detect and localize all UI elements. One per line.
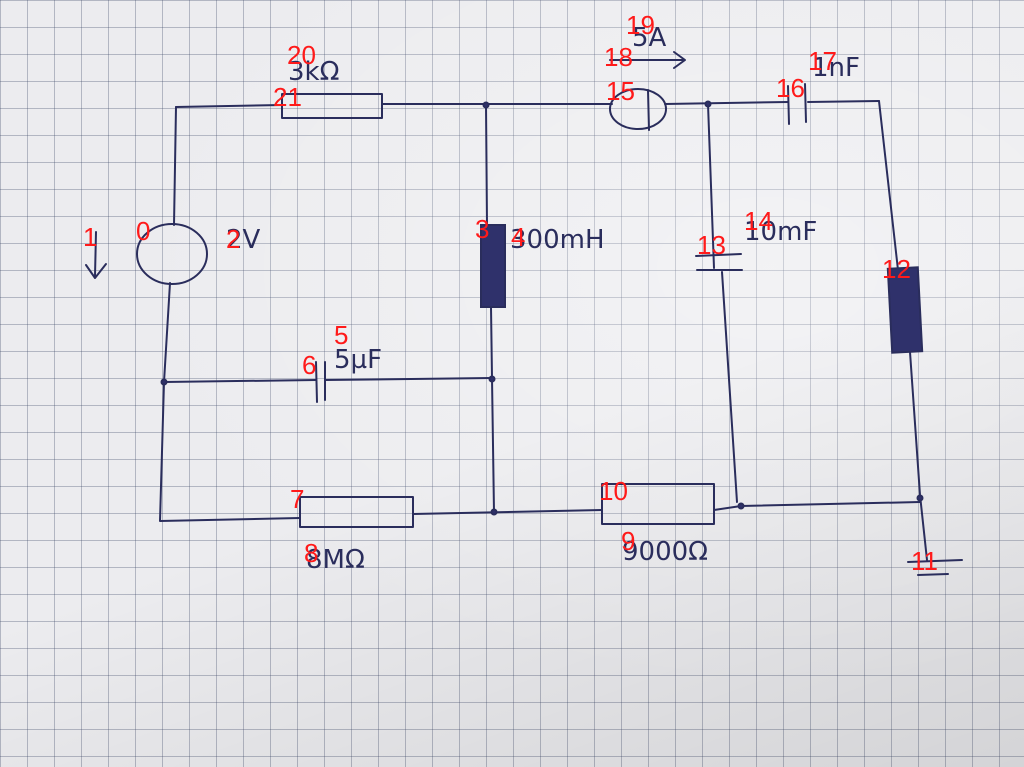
label-inductor-mid: 300mH: [510, 225, 605, 255]
annotation-markers: 0 1 2 3 4 5 6 7 8 9 10 11 12 13 14 15 16…: [83, 10, 938, 576]
marker-10: 10: [599, 476, 628, 506]
label-resistor-top: 3kΩ: [288, 57, 339, 87]
marker-3: 3: [475, 214, 489, 244]
marker-14: 14: [744, 206, 773, 236]
marker-19: 19: [626, 10, 655, 40]
resistor-bottom-right: [601, 483, 715, 525]
marker-12: 12: [882, 254, 911, 284]
inductor-right: [886, 266, 924, 354]
ground-symbol: [907, 559, 963, 576]
marker-8: 8: [304, 538, 318, 568]
marker-9: 9: [621, 526, 635, 556]
resistor-top: [281, 93, 383, 119]
label-capacitor-right: 10mF: [744, 217, 817, 247]
voltage-source: [85, 223, 208, 285]
marker-13: 13: [697, 230, 726, 260]
inductor-middle: [480, 224, 506, 308]
marker-17: 17: [808, 46, 837, 76]
wires: [159, 100, 928, 561]
capacitor-left: [315, 361, 326, 403]
marker-1: 1: [83, 222, 97, 252]
marker-11: 11: [911, 546, 938, 576]
marker-5: 5: [334, 320, 348, 350]
label-capacitor-left: 5µF: [334, 345, 382, 375]
marker-6: 6: [302, 350, 316, 380]
marker-21: 21: [273, 82, 302, 112]
marker-2: 2: [226, 224, 240, 254]
marker-4: 4: [511, 222, 525, 252]
marker-0: 0: [136, 216, 150, 246]
marker-20: 20: [287, 40, 316, 70]
marker-18: 18: [604, 42, 633, 72]
marker-15: 15: [606, 76, 635, 106]
label-voltage: 2V: [226, 225, 261, 255]
resistor-bottom-left: [299, 496, 414, 528]
label-resistor-bottom-right: 9000Ω: [622, 537, 708, 567]
component-values: 2V 3kΩ 300mH 5µF 8MΩ 9000Ω 10mF 1nF 5A: [226, 23, 860, 575]
label-current-source: 5A: [632, 23, 667, 53]
capacitor-right: [695, 253, 743, 271]
marker-7: 7: [290, 484, 304, 514]
capacitor-top-right: [787, 83, 807, 125]
marker-16: 16: [776, 73, 805, 103]
label-resistor-bottom-left: 8MΩ: [306, 545, 365, 575]
current-source: [609, 51, 686, 131]
label-capacitor-top-right: 1nF: [812, 53, 860, 83]
